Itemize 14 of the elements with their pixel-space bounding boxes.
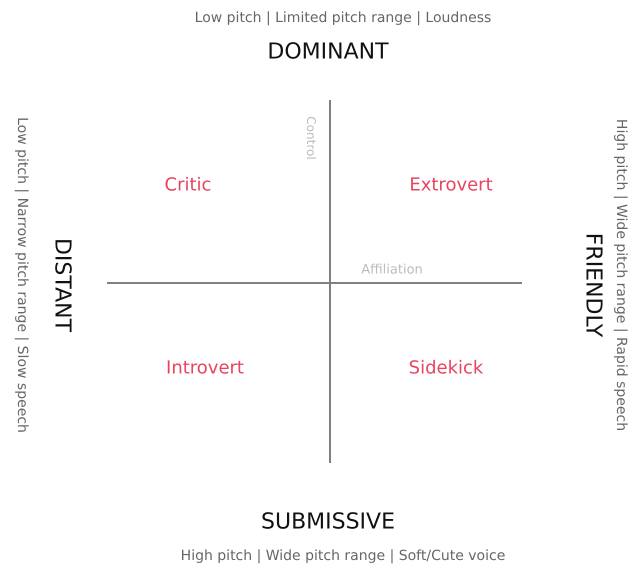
axis-title: DOMINANT	[267, 40, 389, 64]
axis-title: FRIENDLY	[580, 232, 606, 338]
axis-descriptor: High pitch | Wide pitch range | Rapid speech	[613, 118, 629, 432]
quadrant-label: Extrovert	[409, 174, 493, 196]
axis-title: SUBMISSIVE	[261, 510, 395, 534]
quadrant-label: Introvert	[166, 358, 244, 378]
axis-descriptor: Low pitch | Narrow pitch range | Slow speech	[14, 117, 30, 433]
axis-label: Control	[304, 116, 318, 160]
axis-descriptor: High pitch | Wide pitch range | Soft/Cute voice	[180, 548, 506, 564]
axis-title: DISTANT	[50, 238, 74, 332]
axis-descriptor: Low pitch | Limited pitch range | Loudness	[194, 10, 492, 26]
quadrant-label: Sidekick	[408, 358, 484, 378]
quadrant-label: Critic	[164, 174, 212, 196]
axis-label: Affiliation	[361, 262, 423, 278]
